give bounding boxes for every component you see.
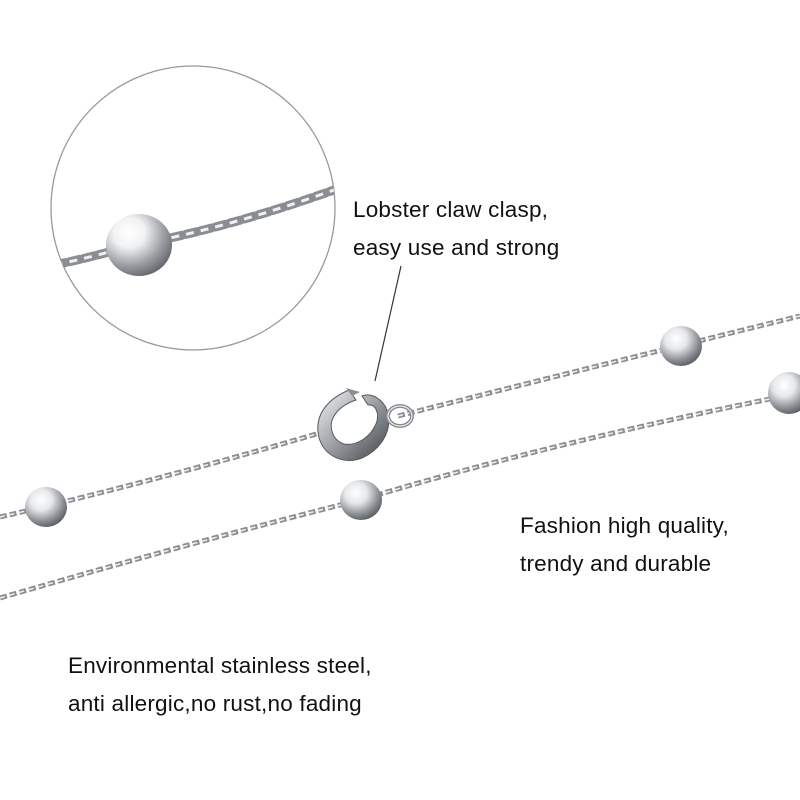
chain-lower — [0, 372, 800, 601]
bead — [340, 480, 382, 520]
caption-material-line1: Environmental stainless steel, — [68, 653, 372, 678]
caption-material: Environmental stainless steel, anti alle… — [68, 647, 372, 723]
caption-clasp-line2: easy use and strong — [353, 235, 560, 260]
caption-quality-line2: trendy and durable — [520, 551, 712, 576]
bead — [25, 487, 67, 527]
zoom-bead — [106, 214, 172, 276]
pointer-line — [374, 265, 402, 382]
caption-quality: Fashion high quality, trendy and durable — [520, 507, 729, 583]
caption-quality-line1: Fashion high quality, — [520, 513, 729, 538]
chain-upper — [0, 313, 800, 527]
caption-material-line2: anti allergic,no rust,no fading — [68, 691, 362, 716]
caption-clasp-line1: Lobster claw clasp, — [353, 197, 549, 222]
zoom-inset — [50, 65, 336, 351]
caption-clasp: Lobster claw clasp, easy use and strong — [353, 191, 559, 267]
lobster-clasp — [317, 388, 414, 461]
bead — [768, 372, 800, 414]
bead — [660, 326, 702, 366]
